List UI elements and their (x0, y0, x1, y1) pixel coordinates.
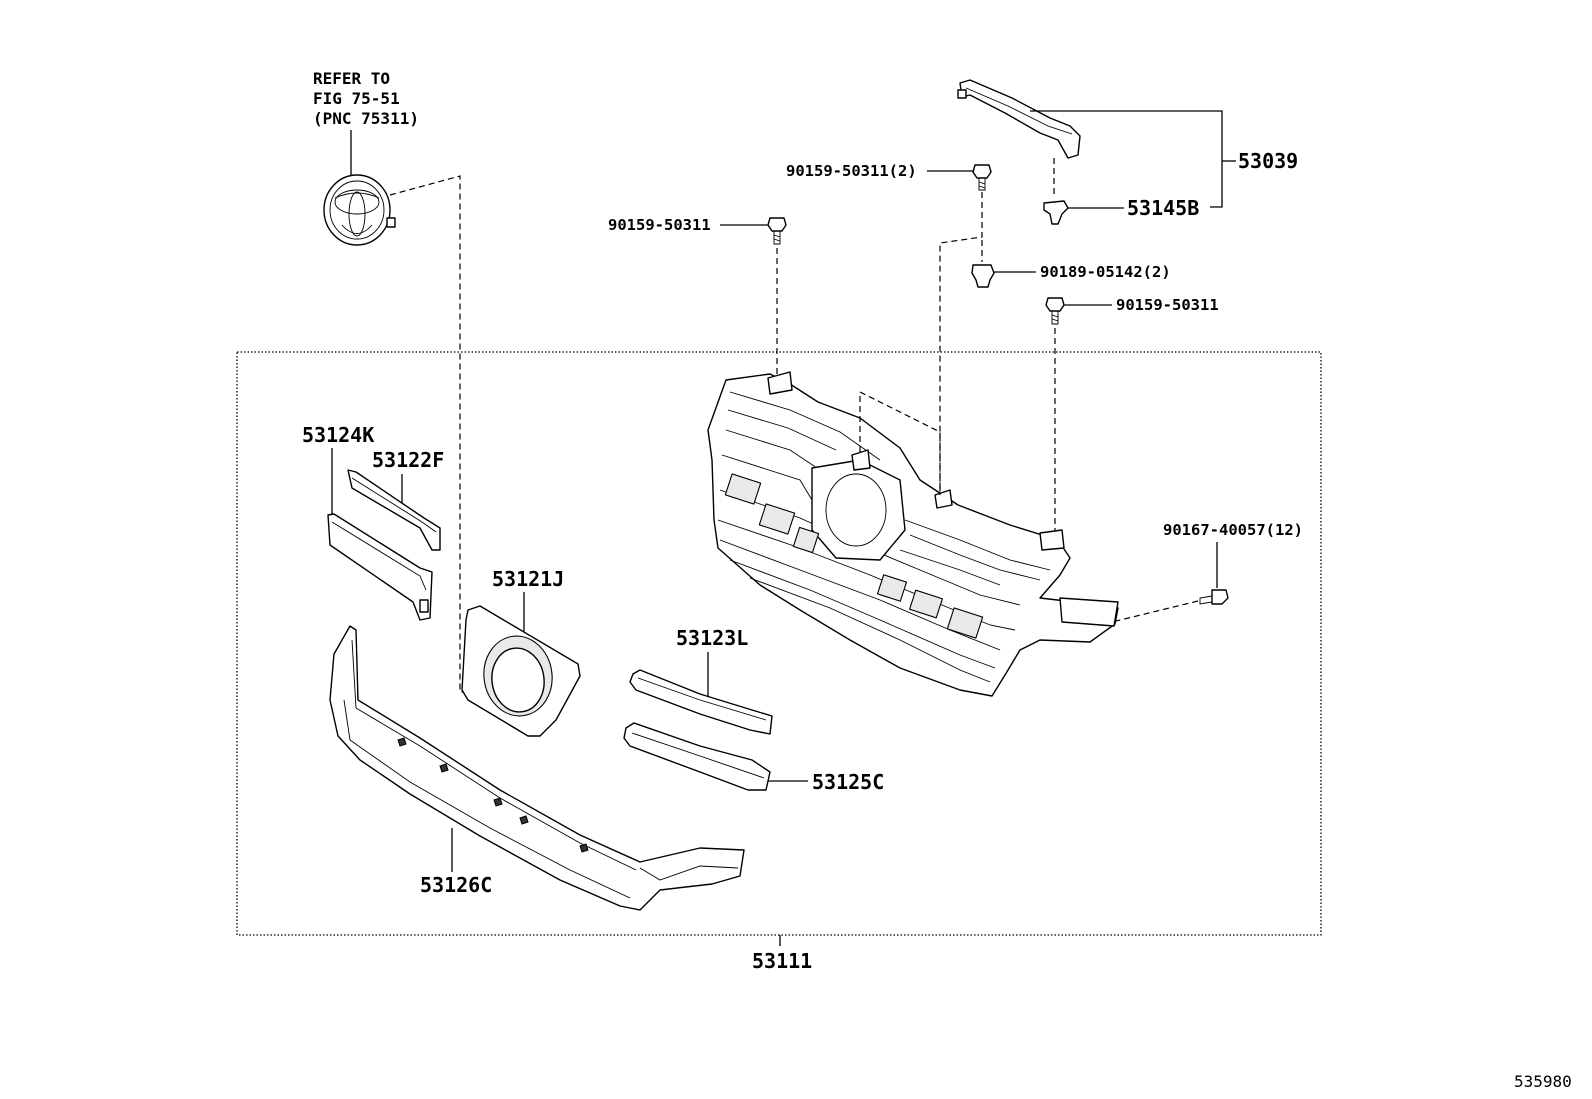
emblem-dash-line (389, 175, 472, 693)
label-53121J: 53121J (492, 567, 564, 591)
assembly-boundary (236, 351, 1322, 936)
label-53125C: 53125C (812, 770, 884, 794)
clip-90189-icon (971, 264, 995, 288)
moulding-53125C-icon (623, 722, 771, 791)
label-90159-50311-right: 90159-50311 (1116, 296, 1219, 314)
bolt-pair-dash (939, 192, 983, 495)
emblem-base-icon (461, 605, 581, 737)
moulding-53122F-icon (347, 469, 441, 551)
reference-note-line-2: FIG 75-51 (313, 89, 400, 108)
screw-dash (1111, 600, 1199, 623)
moulding-53124K-icon (327, 513, 433, 621)
label-53123L: 53123L (676, 626, 748, 650)
lower-frame-icon (329, 625, 745, 911)
label-53126C: 53126C (420, 873, 492, 897)
label-53039: 53039 (1238, 149, 1298, 173)
label-90159-50311-left: 90159-50311 (608, 216, 711, 234)
label-90189-05142: 90189-05142(2) (1040, 263, 1171, 281)
label-53111: 53111 (752, 949, 812, 973)
emblem-icon (323, 174, 396, 246)
reference-note-line-1: REFER TO (313, 69, 390, 88)
reference-note-line-3: (PNC 75311) (313, 109, 419, 128)
bolt-left-icon (767, 217, 787, 245)
label-53124K: 53124K (302, 423, 374, 447)
label-53122F: 53122F (372, 448, 444, 472)
upper-bracket-icon (957, 79, 1081, 159)
clip-53145B-icon (1043, 200, 1069, 225)
bracket-bracket-line (1030, 110, 1223, 208)
label-90159-50311-2: 90159-50311(2) (786, 162, 917, 180)
moulding-53123L-icon (629, 669, 773, 735)
grille-center-dash (859, 391, 941, 495)
bolt-pair-icon (972, 164, 992, 191)
main-grille-icon (707, 371, 1119, 697)
label-53145B: 53145B (1127, 196, 1199, 220)
bolt-right-icon (1045, 297, 1065, 325)
label-90167-40057: 90167-40057(12) (1163, 521, 1303, 539)
screw-icon (1199, 589, 1229, 605)
figure-id: 535980 (1514, 1072, 1572, 1091)
